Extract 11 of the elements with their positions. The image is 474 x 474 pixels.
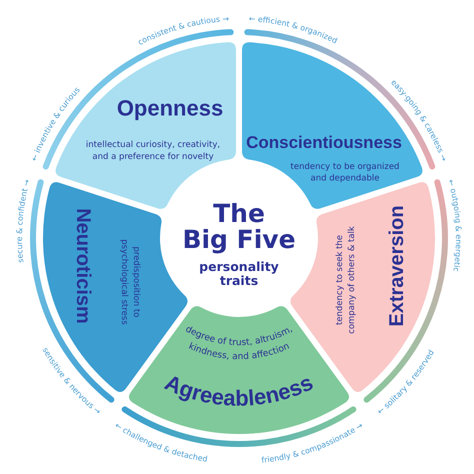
trait-name: Agreeableness [161,370,317,411]
trait-description: tendency to be organized and dependable [290,162,400,184]
trait-name: Extraversion [386,205,408,327]
trait-name: Neuroticism [72,208,94,324]
trait-name: Conscientiousness [246,132,402,152]
trait-name: Openness [116,96,224,121]
center-subtitle: personality traits [199,259,279,288]
trait-description: intellectual curiosity, creativity, and a preference for novelty [86,140,220,162]
trait-description: tendency to seek the company of others & talk [334,226,357,334]
trait-description: predisposition to psychological stress [119,239,142,325]
center-title: The Big Five [182,199,296,254]
